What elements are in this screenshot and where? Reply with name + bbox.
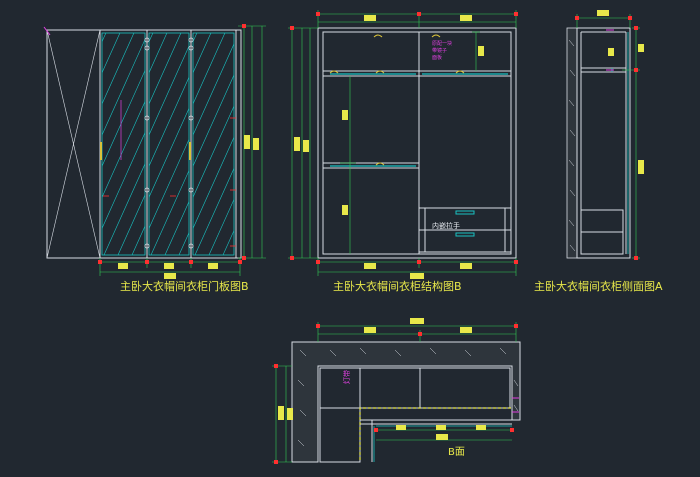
hatch-line <box>149 76 189 167</box>
plan-wall-speckle <box>297 347 519 447</box>
title-door-panel: 主卧大衣帽间衣柜门板图B <box>120 280 249 293</box>
structure-elevation <box>288 10 518 279</box>
side-dim-ticks <box>575 16 638 260</box>
label-lamp: 灯带 <box>343 370 351 384</box>
side-section <box>566 10 644 260</box>
glass-hatching <box>102 33 234 255</box>
hatch-line <box>193 105 234 198</box>
hatch-line <box>194 167 234 255</box>
structure-dim-ticks <box>290 12 518 264</box>
hatch-line <box>149 107 189 198</box>
side-accent <box>606 29 614 71</box>
label-b-face: B面 <box>448 447 465 458</box>
lamp-fixtures <box>329 34 465 166</box>
hatch-line <box>193 33 226 105</box>
hatch-line <box>102 33 135 105</box>
note-line: 原配一块 <box>432 41 453 47</box>
hatch-line <box>117 194 145 255</box>
hatch-line <box>193 33 212 74</box>
glass-hatch-panel <box>102 33 145 255</box>
label-handle: 内嵌拉手 <box>432 222 460 230</box>
door-accent <box>43 26 122 160</box>
hatch-line <box>149 33 182 105</box>
hatch-line <box>150 169 189 255</box>
glass-hatch-panel <box>149 33 189 255</box>
structure-inner-dims <box>340 31 480 254</box>
side-dim-numbers <box>597 10 644 174</box>
plan-wall <box>291 341 521 463</box>
door-panel-outline <box>46 29 242 259</box>
plan-dim-numbers <box>278 318 486 440</box>
note-block: 原配一块 带镜子 面板 <box>432 41 452 62</box>
title-side: 主卧大衣帽间衣柜侧面图A <box>534 280 663 293</box>
side-outline <box>576 27 631 259</box>
hatch-line <box>102 132 145 230</box>
hatch-line <box>193 136 234 230</box>
door-dim-numbers <box>118 135 259 279</box>
hatch-line <box>208 198 234 255</box>
hatch-line <box>149 45 189 136</box>
hatch-line <box>102 100 145 198</box>
door-panel-elevation <box>43 24 266 279</box>
note-line: 带镜子 <box>432 48 448 54</box>
plan-dim-ticks <box>274 324 518 464</box>
door-markers <box>103 117 236 247</box>
door-bottom-dims <box>99 258 241 276</box>
door-handles <box>100 142 191 160</box>
hatch-line <box>102 69 145 167</box>
door-dim-ticks <box>98 24 246 264</box>
hatch-line <box>149 138 189 230</box>
hatch-line <box>103 163 145 255</box>
hatch-line <box>102 38 145 136</box>
hatch-line <box>102 33 121 74</box>
hatch-line <box>149 33 168 74</box>
title-structure: 主卧大衣帽间衣柜结构图B <box>333 280 462 293</box>
hatch-line <box>193 74 234 167</box>
plan-view <box>272 318 521 464</box>
note-line: 面板 <box>432 55 443 61</box>
hanging-rods <box>330 73 508 167</box>
hatch-line <box>193 43 234 136</box>
structure-outline <box>317 27 517 259</box>
hatch-line <box>164 200 189 255</box>
drawer-handles <box>455 210 475 237</box>
side-wall-speckle <box>568 39 576 252</box>
glass-hatch-panel <box>193 33 234 255</box>
plan-dashed-line <box>359 407 512 460</box>
structure-dim-numbers <box>294 15 484 279</box>
plan-accent <box>512 397 519 413</box>
hinges <box>144 37 194 249</box>
